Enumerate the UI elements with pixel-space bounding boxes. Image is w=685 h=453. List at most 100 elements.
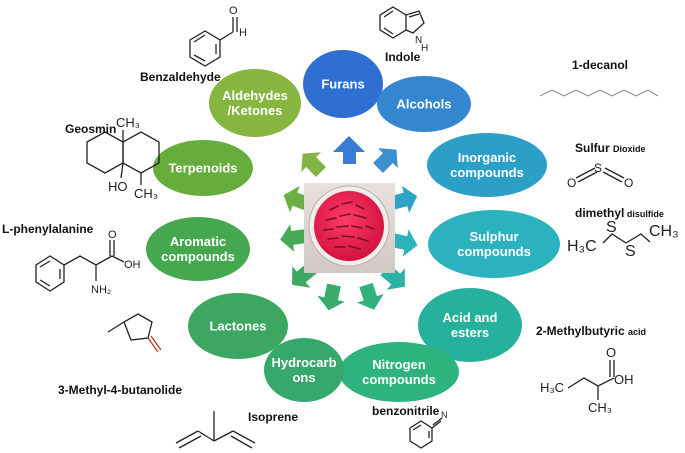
benzaldehyde-o-label: O — [229, 5, 238, 17]
category-alcohols-label: Alcohols — [397, 97, 452, 112]
indole-n-label: N — [415, 35, 422, 46]
dmds-ch3-label: CH₃ — [649, 223, 679, 240]
dmds-h3c-label: H₃C — [567, 238, 597, 255]
category-furans: Furans — [303, 50, 383, 118]
arrow-to-inorganic — [390, 185, 418, 213]
so2-o-left-label: O — [567, 176, 576, 190]
geosmin-ch3-bottom-label: CH₃ — [134, 186, 158, 201]
category-sulphur-label: compounds — [457, 244, 531, 259]
geosmin-ho-label: HO — [108, 179, 128, 194]
category-aldehydes-ketones: Aldehydes/Ketones — [209, 69, 301, 137]
methylbutyric-label: 2-Methylbutyric acid — [536, 324, 646, 338]
category-lactones-label: Lactones — [209, 319, 266, 334]
category-hydrocarbons-label: ons — [292, 370, 315, 385]
category-terpenoids-shape — [153, 140, 253, 196]
phenylalanine-label: L-phenylalanine — [2, 222, 94, 236]
category-aromatic-label: Aromatic — [170, 234, 226, 249]
phe-nh2-label: NH₂ — [91, 284, 111, 296]
methylbutyric-suffix: acid — [628, 327, 647, 337]
category-acid-esters-label: Acid and — [443, 310, 498, 325]
mba-oh-label: OH — [614, 372, 634, 387]
category-nitrogen-shape — [339, 342, 459, 402]
arrow-to-alcohols — [373, 148, 398, 173]
arrow-to-hydrocarbons — [317, 283, 345, 311]
category-acid-esters-label: esters — [451, 325, 489, 340]
benzaldehyde-structure — [189, 17, 238, 67]
decanol-structure — [539, 89, 659, 97]
category-lactones: Lactones — [188, 293, 288, 359]
indole-h-label: H — [421, 43, 428, 54]
mba-ch3-label: CH₃ — [588, 400, 612, 415]
butanolide-structure — [107, 313, 162, 353]
so2-o-right-label: O — [624, 176, 633, 190]
arrow-to-nitrogen — [357, 282, 384, 310]
structures — [35, 6, 659, 449]
category-furans-label: Furans — [321, 77, 364, 92]
indole-structure — [379, 6, 425, 39]
category-inorganic-label: Inorganic — [458, 150, 517, 165]
dmds-structure — [602, 233, 651, 244]
indole-label: Indole — [385, 50, 421, 64]
phenylalanine-structure — [35, 240, 125, 292]
dmds-s2-label: S — [625, 243, 636, 260]
arrow-to-furans — [333, 136, 365, 164]
category-nitrogen-label: compounds — [362, 372, 436, 387]
category-hydrocarbons-shape — [264, 338, 344, 402]
phe-o-label: O — [108, 229, 117, 241]
benzaldehyde-label: Benzaldehyde — [140, 70, 221, 84]
category-sulphur-label: Sulphur — [469, 229, 518, 244]
category-aromatic-label: compounds — [161, 249, 235, 264]
arrow-to-terpenoids — [283, 186, 311, 213]
category-aldehydes-ketones-label: /Ketones — [228, 103, 283, 118]
category-aldehydes-ketones-shape — [209, 69, 301, 137]
geosmin-structure — [86, 130, 160, 185]
category-furans-shape — [303, 50, 383, 118]
benzaldehyde-h-label: H — [239, 27, 247, 39]
methylbutyric-structure — [567, 360, 615, 400]
benzonitrile-label: benzonitrile — [372, 404, 440, 418]
petri-dish-image — [304, 183, 395, 273]
category-nitrogen-label: Nitrogen — [372, 357, 426, 372]
category-terpenoids-label: Terpenoids — [168, 161, 237, 176]
arrow-to-aldehydes — [301, 152, 326, 177]
benzonitrile-n-label: N — [441, 410, 448, 420]
dmds-label: dimethyl disulfide — [575, 206, 664, 220]
benzonitrile-structure — [409, 417, 443, 449]
category-terpenoids: Terpenoids — [153, 140, 253, 196]
geosmin-ch3-top-label: CH₃ — [116, 115, 140, 130]
mba-o-label: O — [606, 345, 616, 360]
dmds-suffix: disulfide — [624, 209, 664, 219]
methylbutyric-name: 2-Methylbutyric — [536, 324, 625, 338]
dmds-s1-label: S — [606, 219, 617, 236]
phe-oh-label: OH — [124, 259, 141, 271]
category-sulphur-shape — [428, 210, 560, 278]
arrow-to-sulphur — [390, 229, 418, 257]
category-hydrocarbons-label: Hydrocarb — [271, 355, 336, 370]
sulfur-dioxide-name: Sulfur — [575, 141, 610, 155]
category-acid-esters-shape — [418, 288, 522, 362]
sulfur-dioxide-suffix: Dioxide — [613, 144, 646, 154]
mba-h3c-label: H₃C — [540, 380, 564, 395]
dmds-name: dimethyl — [575, 206, 625, 220]
so2-s-label: S — [594, 161, 602, 175]
decanol-label: 1-decanol — [572, 58, 629, 72]
so2-structure — [575, 167, 625, 183]
category-inorganic-label: compounds — [450, 165, 524, 180]
atom-labels: H O N H S O O CH₃ HO CH₃ H₃C S S CH₃ O O… — [91, 5, 679, 420]
geosmin-label: Geosmin — [65, 122, 117, 136]
isoprene-label: Isoprene — [248, 410, 299, 424]
isoprene-structure — [175, 411, 256, 449]
butanolide-label: 3-Methyl-4-butanolide — [58, 383, 183, 397]
arrow-to-aromatic — [280, 224, 307, 252]
category-alcohols: Alcohols — [377, 76, 471, 132]
category-aldehydes-ketones-label: Aldehydes — [222, 88, 288, 103]
sulfur-dioxide-label: Sulfur Dioxide — [575, 141, 646, 155]
category-alcohols-shape — [377, 76, 471, 132]
category-inorganic-shape — [427, 133, 547, 197]
